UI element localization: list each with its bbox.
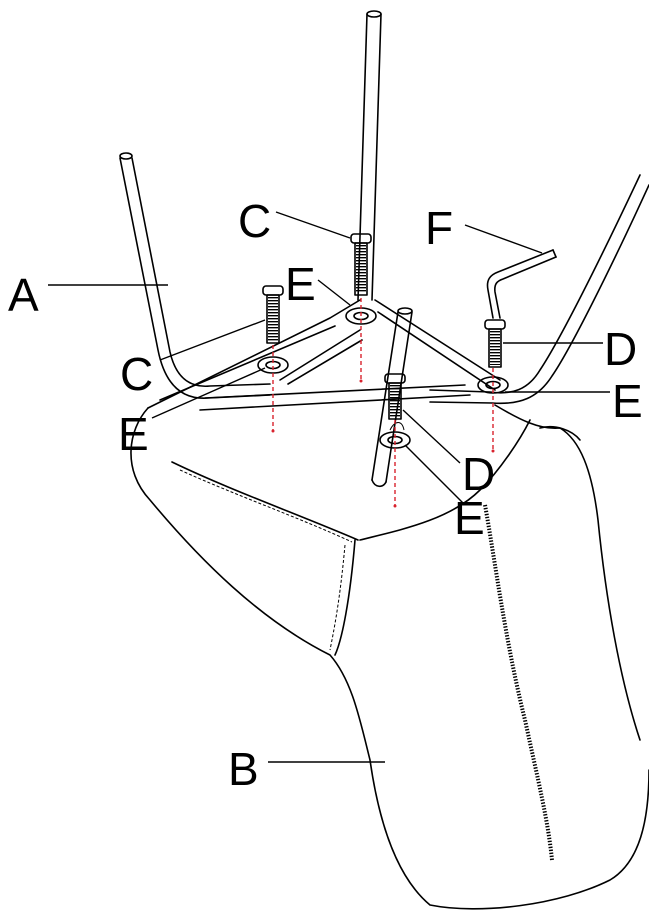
leader-lines — [48, 211, 610, 763]
callout-labels: A C E C E F D E D E B — [8, 195, 643, 795]
bolt-c-left — [262, 285, 284, 344]
leg-frame — [119, 10, 649, 488]
label-e-center: E — [454, 492, 485, 544]
label-f: F — [425, 202, 453, 254]
label-e-left: E — [118, 408, 149, 460]
label-c-left: C — [120, 348, 153, 400]
alignment-guides — [271, 298, 495, 508]
label-d-right: D — [604, 323, 637, 375]
bolt-d-right — [484, 319, 506, 368]
label-e-right: E — [612, 375, 643, 427]
bolt-d-center — [384, 373, 406, 420]
allen-key — [486, 249, 557, 319]
seat-shell — [130, 404, 649, 910]
label-c-top: C — [238, 195, 271, 247]
label-d-center: D — [462, 448, 495, 500]
label-e-top: E — [285, 258, 316, 310]
bolt-c-top — [350, 233, 372, 296]
washers — [257, 307, 509, 449]
label-b: B — [228, 743, 259, 795]
label-a: A — [8, 269, 39, 321]
